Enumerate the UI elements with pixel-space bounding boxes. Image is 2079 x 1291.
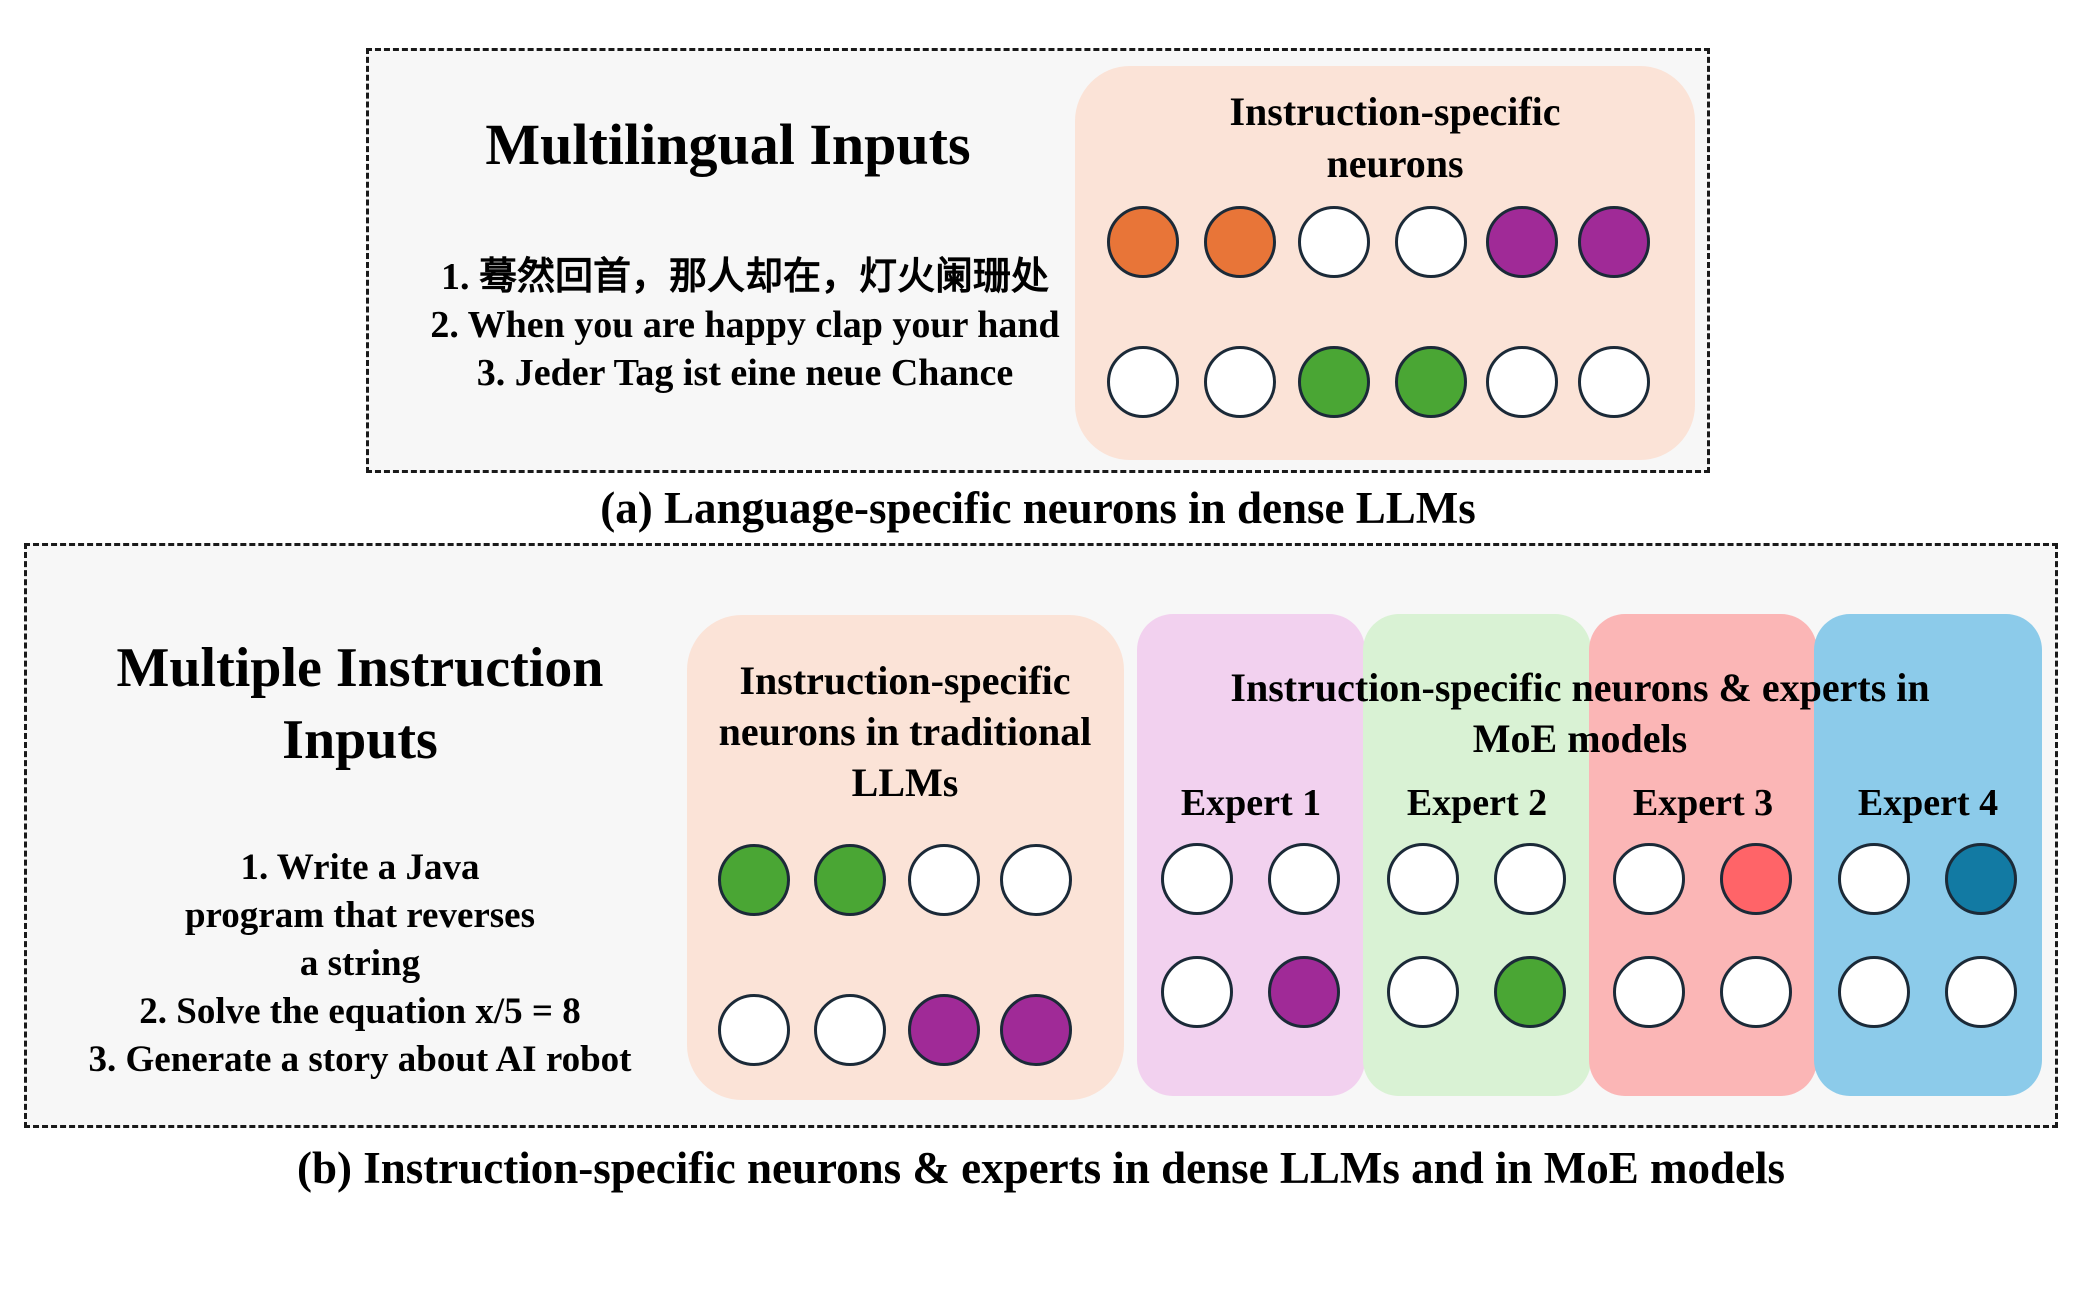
part-b-caption: (b) Instruction-specific neurons & exper… [297, 1143, 1785, 1193]
expert-3-neuron-white [1613, 956, 1685, 1028]
neuron-orange [1204, 206, 1276, 278]
expert-2-neuron-white [1387, 843, 1459, 915]
expert-2-label: Expert 2 [1406, 782, 1548, 824]
part-a-input-3: 3. Jeder Tag ist eine neue Chance [476, 352, 1014, 394]
part-a-panel-title: Instruction-specific neurons [1229, 89, 1561, 186]
expert-2-neuron-white [1387, 956, 1459, 1028]
expert-3-neuron-white [1720, 956, 1792, 1028]
neuron-white [718, 994, 790, 1066]
neuron-white [1395, 206, 1467, 278]
neuron-purple [1578, 206, 1650, 278]
part-a-title: Multilingual Inputs [485, 112, 971, 177]
part-a-input-2: 2. When you are happy clap your hand [430, 304, 1060, 346]
part-b-input-3: 3. Generate a story about AI robot [88, 1039, 632, 1080]
neuron-white [1107, 346, 1179, 418]
neuron-white [1486, 346, 1558, 418]
neuron-purple [1000, 994, 1072, 1066]
expert-1-neuron-white [1161, 843, 1233, 915]
part-b-input-2: 2. Solve the equation x/5 = 8 [139, 991, 581, 1032]
part-b-title: Multiple Instruction Inputs [116, 637, 604, 771]
neuron-white [1000, 844, 1072, 916]
neuron-white [908, 844, 980, 916]
part-a-input-1: 1. 蓦然回首，那人却在，灯火阑珊处 [440, 256, 1049, 298]
neuron-green [718, 844, 790, 916]
neuron-green [1395, 346, 1467, 418]
moe-title: Instruction-specific neurons & experts i… [1230, 665, 1930, 761]
part-a-caption: (a) Language-specific neurons in dense L… [600, 483, 1476, 533]
neuron-white [1578, 346, 1650, 418]
expert-1-neuron-purple [1268, 956, 1340, 1028]
part-b-input-1: 1. Write a Java program that reverses a … [184, 847, 536, 984]
expert-1-label: Expert 1 [1180, 782, 1322, 824]
neuron-green [1298, 346, 1370, 418]
part-b-input-list: 1. Write a Java program that reverses a … [55, 844, 665, 1084]
expert-3-neuron-red [1720, 843, 1792, 915]
neuron-purple [908, 994, 980, 1066]
expert-1-neuron-white [1268, 843, 1340, 915]
part-a-input-list: 1. 蓦然回首，那人却在，灯火阑珊处 2. When you are happy… [370, 253, 1120, 397]
expert-1-neuron-white [1161, 956, 1233, 1028]
expert-4-neuron-white [1838, 843, 1910, 915]
neuron-white [814, 994, 886, 1066]
expert-4-neuron-white [1838, 956, 1910, 1028]
expert-4-neuron-white [1945, 956, 2017, 1028]
neuron-orange [1107, 206, 1179, 278]
neuron-purple [1486, 206, 1558, 278]
expert-3-label: Expert 3 [1632, 782, 1774, 824]
expert-2-neuron-green [1494, 956, 1566, 1028]
neuron-white [1204, 346, 1276, 418]
expert-4-label: Expert 4 [1857, 782, 1999, 824]
traditional-panel-title: Instruction-specific neurons in traditio… [718, 658, 1092, 805]
neuron-white [1298, 206, 1370, 278]
expert-3-neuron-white [1613, 843, 1685, 915]
expert-4-neuron-blue [1945, 843, 2017, 915]
expert-2-neuron-white [1494, 843, 1566, 915]
neuron-green [814, 844, 886, 916]
